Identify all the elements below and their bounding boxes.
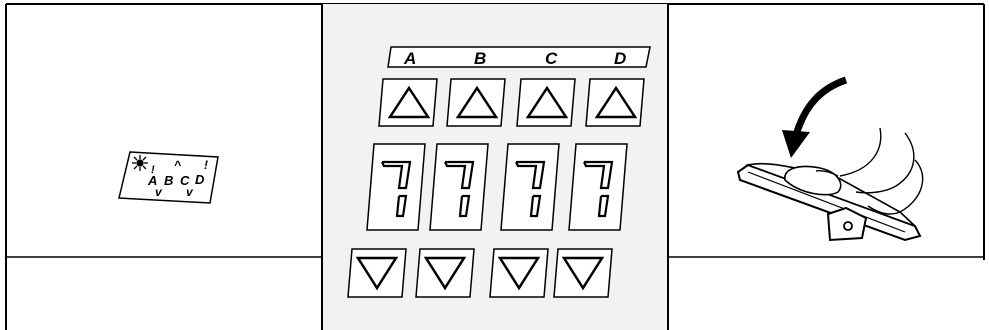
up-button-b[interactable] xyxy=(447,79,505,126)
down-button-d[interactable] xyxy=(554,249,612,297)
channel-label-b: B xyxy=(474,49,486,68)
up-button-c[interactable] xyxy=(517,79,575,126)
up-button-d[interactable] xyxy=(586,79,644,126)
indicator-alert-mark-d: ! xyxy=(204,158,208,172)
curved-arrow-icon xyxy=(782,80,846,158)
up-button-a[interactable] xyxy=(379,79,437,126)
digit-display-d xyxy=(569,144,627,230)
light-icon xyxy=(132,155,148,171)
channel-label-strip xyxy=(388,47,650,67)
down-button-c[interactable] xyxy=(490,249,548,297)
digit-display-a xyxy=(367,144,425,230)
foot-pedal xyxy=(738,80,923,240)
digit-display-b xyxy=(430,144,488,230)
down-button-a[interactable] xyxy=(348,249,406,297)
down-button-b[interactable] xyxy=(416,249,474,297)
channel-label-a: A xyxy=(403,49,416,68)
indicator-letter-b: B xyxy=(164,173,173,188)
indicator-letter-d: D xyxy=(195,172,205,187)
indicator-display: ! ^ ! A B C D v v xyxy=(119,152,218,203)
channel-label-c: C xyxy=(545,49,558,68)
channel-label-d: D xyxy=(614,49,626,68)
digit-display-c xyxy=(501,144,559,230)
indicator-up-mark-b: ^ xyxy=(174,158,181,172)
